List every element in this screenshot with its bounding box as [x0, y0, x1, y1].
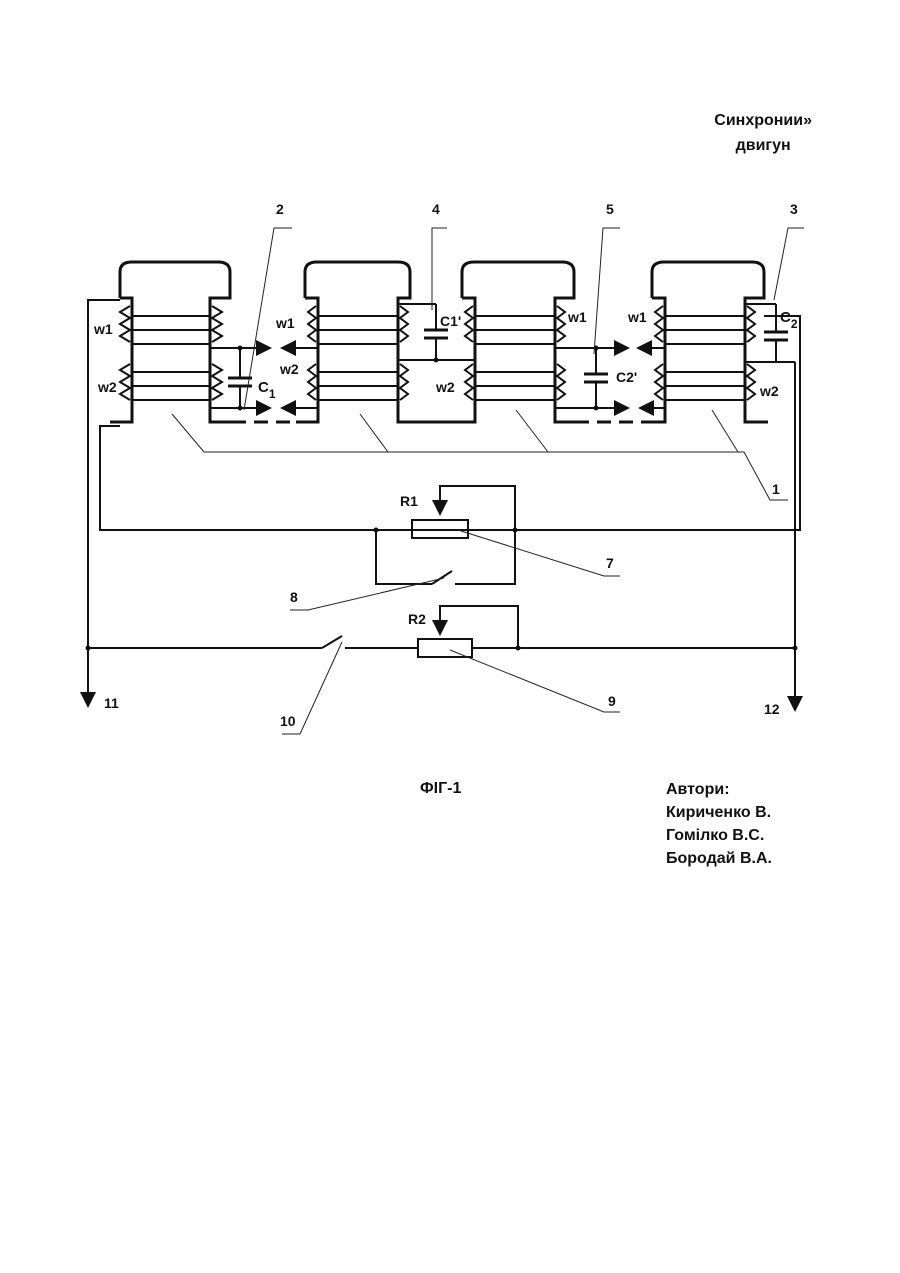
- stator-pole-1: [110, 262, 232, 422]
- capacitor-c2-prime: [555, 346, 665, 411]
- figure-caption: ФІГ-1: [420, 780, 461, 798]
- callout-9: 9: [608, 693, 616, 709]
- callout-3: 3: [790, 201, 798, 217]
- coil-label-w1-pole1: w1: [93, 321, 113, 337]
- callout-1: 1: [772, 481, 780, 497]
- coil-label-w2-pole2: w2: [279, 361, 299, 377]
- rheostat-r1: [374, 486, 518, 584]
- authors-heading: Автори:: [666, 778, 772, 801]
- author-name: Бородай В.А.: [666, 847, 772, 870]
- author-name: Гомілко В.С.: [666, 824, 772, 847]
- author-name: Кириченко В.: [666, 801, 772, 824]
- capacitor-c1: [210, 346, 318, 411]
- capacitor-label-c2-prime: C2': [616, 369, 637, 385]
- capacitor-label-c1-prime: C1': [440, 313, 461, 329]
- coil-label-w1-pole4: w1: [627, 309, 647, 325]
- supply-wiring: [88, 300, 800, 710]
- coil-label-w2-pole1: w2: [97, 379, 117, 395]
- callout-leaders: [172, 228, 804, 734]
- authors-block: Автори: Кириченко В. Гомілко В.С. Борода…: [666, 778, 772, 870]
- coil-label-w1-pole2: w1: [275, 315, 295, 331]
- coil-label-w2-pole3: w2: [435, 379, 455, 395]
- callout-4: 4: [432, 201, 440, 217]
- stator-pole-2: [296, 262, 412, 422]
- capacitor-label-c1: C1: [258, 379, 276, 401]
- capacitor-c1-prime: [398, 304, 475, 363]
- stator-pole-4: [642, 262, 768, 422]
- callout-7: 7: [606, 555, 614, 571]
- callout-5: 5: [606, 201, 614, 217]
- resistor-label-r2: R2: [408, 611, 426, 627]
- callout-2: 2: [276, 201, 284, 217]
- callout-11: 11: [104, 695, 119, 711]
- capacitor-label-c2: C2: [780, 309, 798, 331]
- callout-12: 12: [764, 701, 780, 717]
- rheostat-r2: [86, 606, 798, 657]
- coil-label-w1-pole3: w1: [567, 309, 587, 325]
- resistor-label-r1: R1: [400, 493, 418, 509]
- coil-label-w2-pole4: w2: [759, 383, 779, 399]
- callout-8: 8: [290, 589, 298, 605]
- callout-10: 10: [280, 713, 296, 729]
